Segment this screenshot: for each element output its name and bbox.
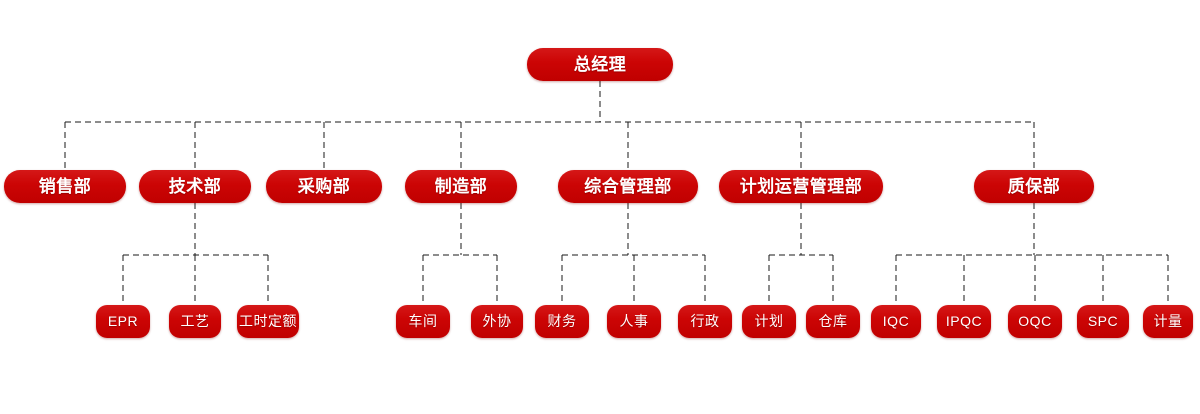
node-label: 制造部 <box>434 176 488 196</box>
node-label: 工时定额 <box>239 313 297 329</box>
org-node-leaf-outsrc[interactable]: 外协 <box>471 304 523 338</box>
node-label: 人事 <box>619 313 649 329</box>
node-label: 计划 <box>754 313 784 329</box>
node-label: 行政 <box>690 313 720 329</box>
node-label: EPR <box>107 313 139 329</box>
org-node-root-gm[interactable]: 总经理 <box>527 47 673 81</box>
node-label: 外协 <box>482 313 512 329</box>
node-label: 质保部 <box>1007 176 1061 196</box>
node-label: 技术部 <box>168 176 222 196</box>
org-node-leaf-shop[interactable]: 车间 <box>396 304 450 338</box>
node-label: 车间 <box>408 313 438 329</box>
node-label: OQC <box>1018 313 1052 329</box>
org-node-dept-sales[interactable]: 销售部 <box>4 169 126 203</box>
org-node-leaf-ipqc[interactable]: IPQC <box>937 304 991 338</box>
org-node-leaf-iqc[interactable]: IQC <box>871 304 921 338</box>
node-label: 采购部 <box>297 176 351 196</box>
node-label: 财务 <box>547 313 577 329</box>
node-label: IPQC <box>945 313 983 329</box>
org-node-leaf-process[interactable]: 工艺 <box>169 304 221 338</box>
node-label: 综合管理部 <box>584 176 672 196</box>
org-node-leaf-plan[interactable]: 计划 <box>742 304 796 338</box>
node-label: SPC <box>1087 313 1119 329</box>
org-node-leaf-metro[interactable]: 计量 <box>1143 304 1193 338</box>
org-node-dept-manufact[interactable]: 制造部 <box>405 169 517 203</box>
node-label: 销售部 <box>38 176 92 196</box>
node-label: 工艺 <box>180 313 210 329</box>
org-node-leaf-store[interactable]: 仓库 <box>806 304 860 338</box>
org-node-dept-general[interactable]: 综合管理部 <box>558 169 698 203</box>
node-label: 总经理 <box>573 54 627 74</box>
org-node-leaf-admin[interactable]: 行政 <box>678 304 732 338</box>
org-node-dept-purchase[interactable]: 采购部 <box>266 169 382 203</box>
node-label: 计划运营管理部 <box>739 176 863 196</box>
node-label: IQC <box>882 313 910 329</box>
org-node-leaf-oqc[interactable]: OQC <box>1008 304 1062 338</box>
org-node-leaf-epr[interactable]: EPR <box>96 304 150 338</box>
org-node-dept-planning[interactable]: 计划运营管理部 <box>719 169 883 203</box>
org-node-dept-tech[interactable]: 技术部 <box>139 169 251 203</box>
org-node-dept-quality[interactable]: 质保部 <box>974 169 1094 203</box>
org-node-leaf-quota[interactable]: 工时定额 <box>237 304 299 338</box>
node-label: 仓库 <box>818 313 848 329</box>
org-node-leaf-hr[interactable]: 人事 <box>607 304 661 338</box>
org-node-leaf-finance[interactable]: 财务 <box>535 304 589 338</box>
node-label: 计量 <box>1153 313 1183 329</box>
org-node-leaf-spc[interactable]: SPC <box>1077 304 1129 338</box>
